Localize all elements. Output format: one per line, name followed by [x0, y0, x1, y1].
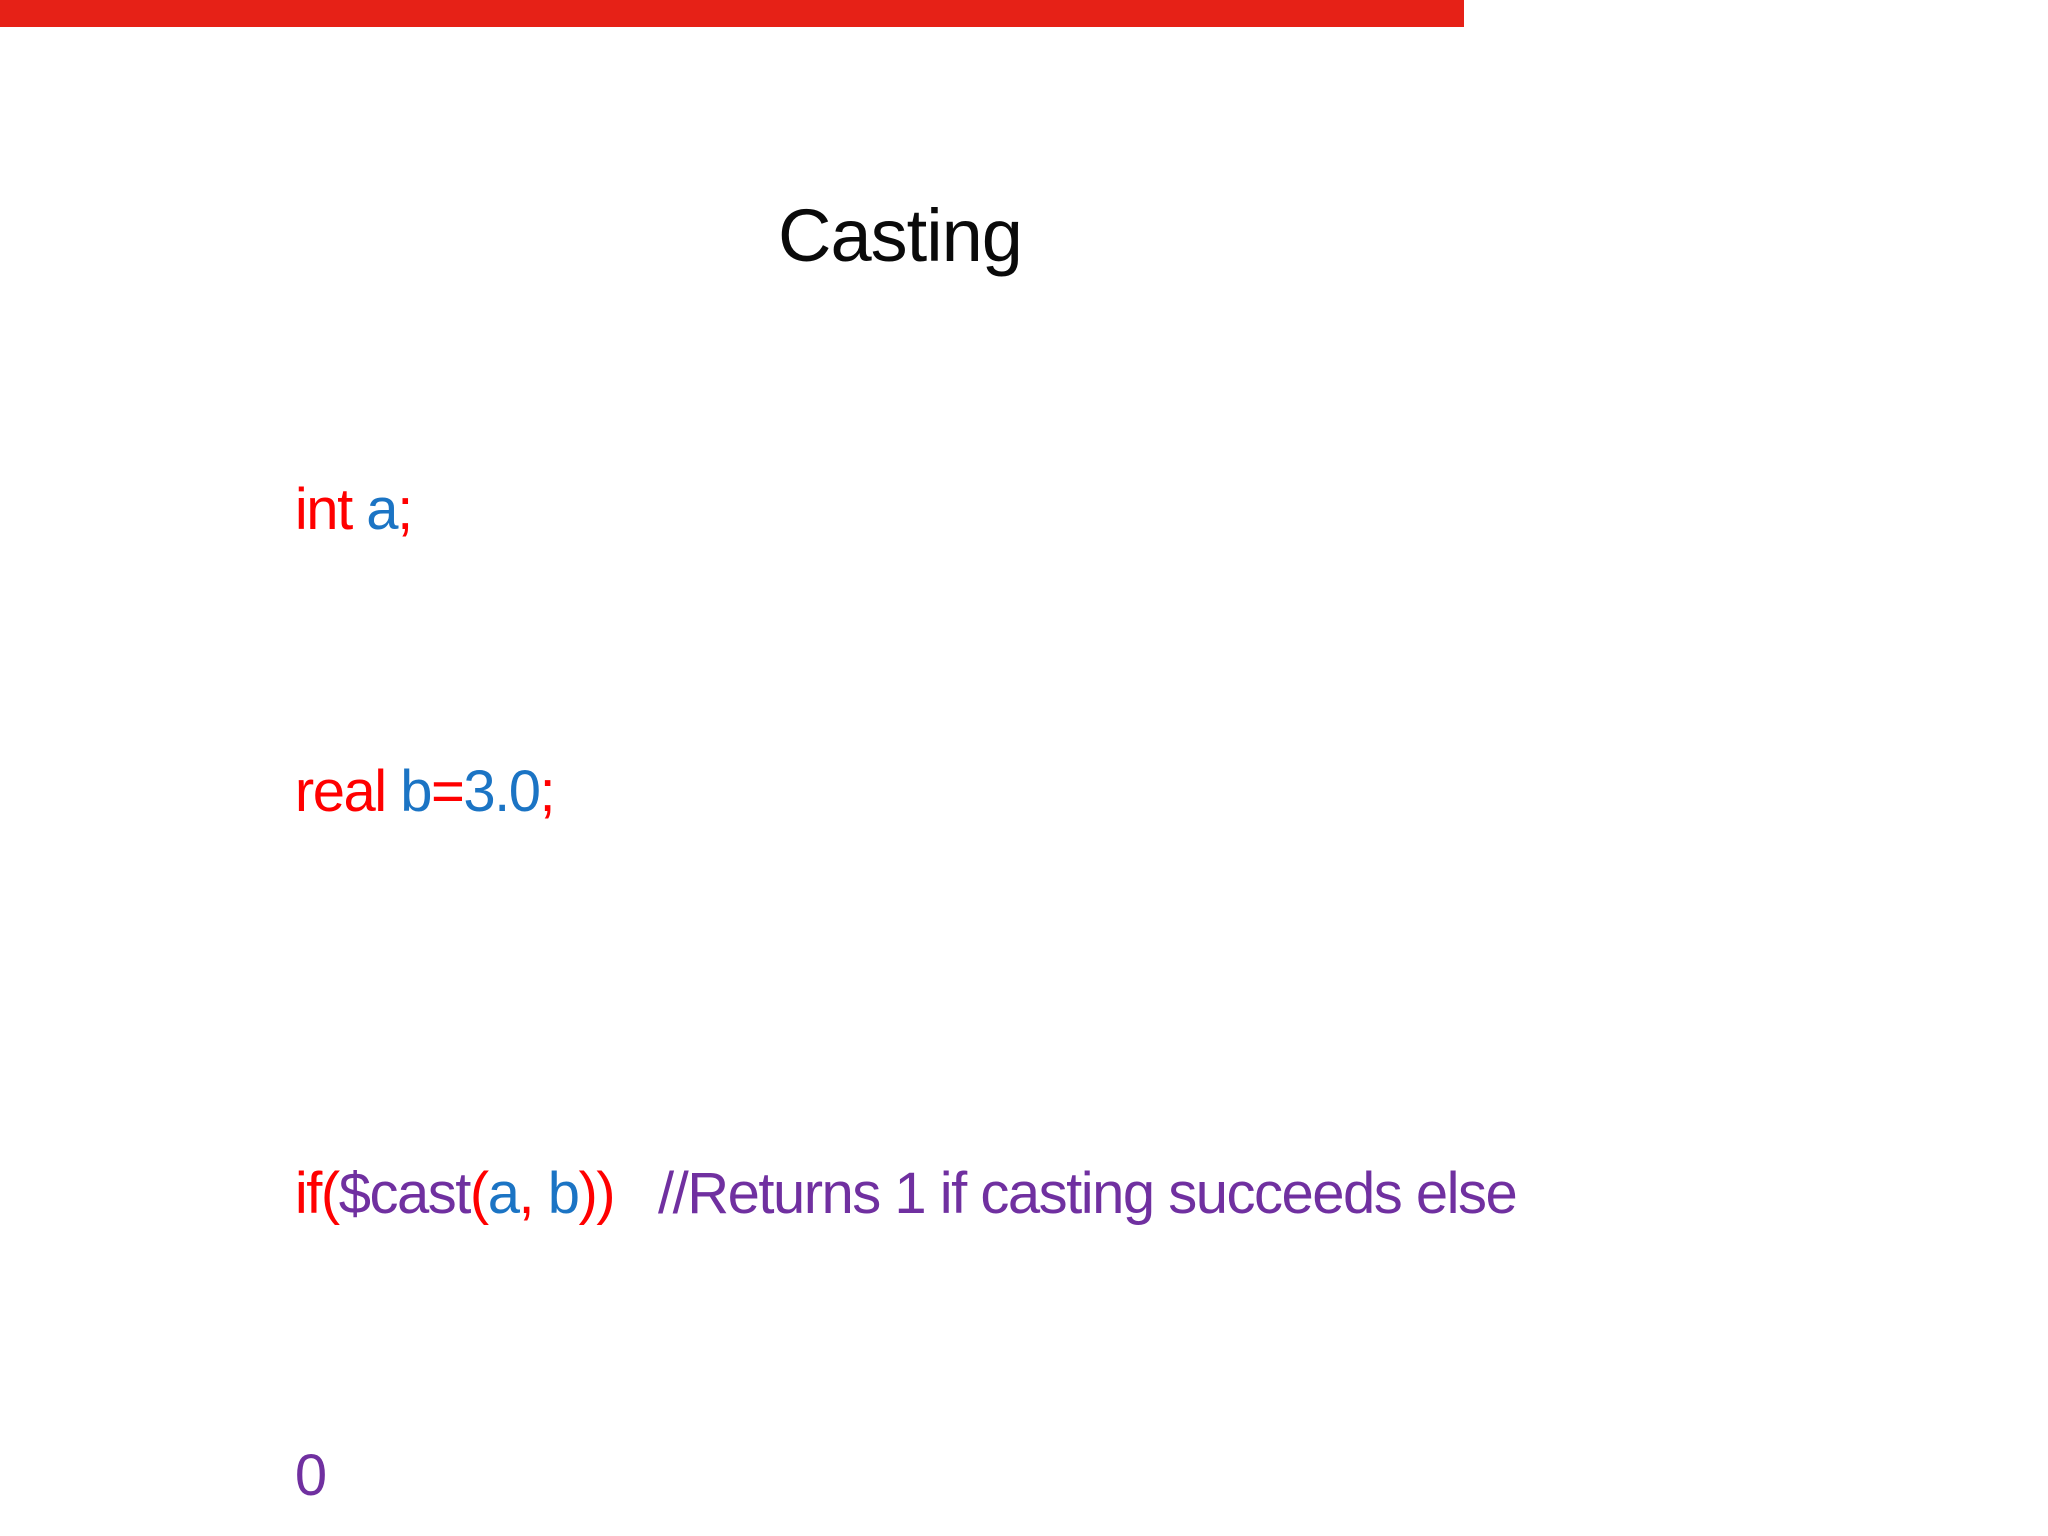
code-line-if-cast: if($cast(a, b)) //Returns 1 if casting s… [178, 1053, 2048, 1335]
code-token: ; [397, 476, 413, 542]
code-token: ; [539, 758, 556, 824]
code-token: b [385, 758, 432, 824]
code-token: )) [578, 1160, 615, 1226]
code-token: a [351, 476, 398, 542]
code-token: , [518, 1160, 548, 1226]
code-token: $cast [338, 1160, 472, 1226]
code-line-real-declaration: real b=3.0; [178, 651, 2048, 933]
code-block-declarations: int a; real b=3.0; [178, 369, 2048, 933]
slide-body: int a; real b=3.0; if($cast(a, b)) //Ret… [178, 369, 2048, 1536]
code-comment: //Returns 1 if casting succeeds else [614, 1160, 1518, 1226]
code-token: real [294, 758, 387, 824]
code-token: a [487, 1160, 520, 1226]
code-token: ( [469, 1160, 489, 1226]
code-token: 0 [294, 1442, 327, 1508]
code-line-wrap-zero: 0 [178, 1335, 2048, 1536]
code-block-if-cast: if($cast(a, b)) //Returns 1 if casting s… [178, 1053, 2048, 1536]
slide-title: Casting [778, 194, 1023, 277]
code-token: b [547, 1160, 580, 1226]
code-line-int-declaration: int a; [178, 369, 2048, 651]
code-token: int [294, 476, 353, 542]
top-accent-bar [0, 0, 1464, 27]
code-token: if( [294, 1160, 340, 1226]
code-token: = [431, 758, 465, 824]
code-token: 3.0 [463, 758, 541, 824]
